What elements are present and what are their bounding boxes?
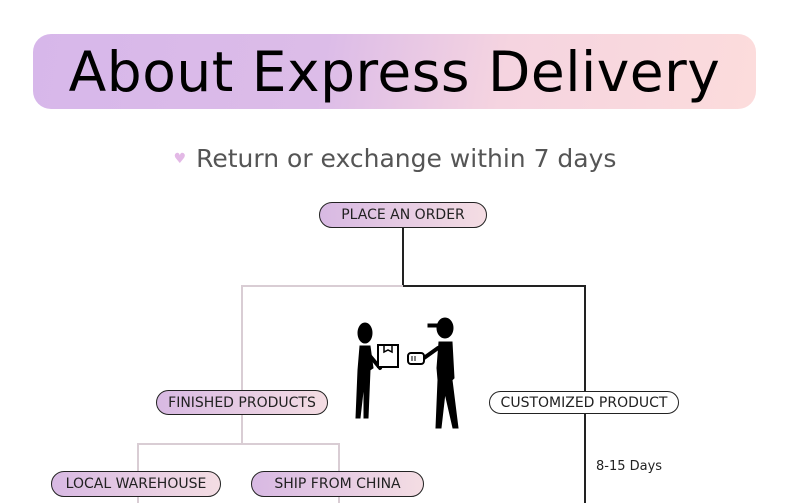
connector-line bbox=[338, 443, 340, 471]
connector-line bbox=[338, 496, 340, 503]
connector-line bbox=[241, 414, 243, 443]
connector-line bbox=[402, 228, 404, 285]
heart-icon: ♥ bbox=[173, 151, 187, 167]
page-title: About Express Delivery bbox=[68, 39, 721, 104]
title-banner: About Express Delivery bbox=[33, 34, 756, 109]
customized-delivery-time: 8-15 Days bbox=[596, 459, 663, 474]
connector-line bbox=[137, 443, 139, 471]
connector-line bbox=[584, 285, 586, 391]
node-place-order: PLACE AN ORDER bbox=[319, 202, 487, 228]
connector-line bbox=[241, 285, 243, 390]
node-customized-product: CUSTOMIZED PRODUCT bbox=[489, 391, 679, 414]
node-ship-from-china: SHIP FROM CHINA bbox=[251, 471, 424, 497]
connector-line bbox=[137, 496, 139, 503]
connector-line bbox=[403, 285, 585, 287]
connector-line bbox=[137, 443, 339, 445]
connector-line bbox=[242, 285, 403, 287]
node-local-warehouse: LOCAL WAREHOUSE bbox=[51, 471, 221, 497]
connector-line bbox=[584, 414, 586, 503]
subtitle: ♥ Return or exchange within 7 days bbox=[0, 144, 790, 173]
subtitle-text: Return or exchange within 7 days bbox=[196, 144, 617, 173]
delivery-handover-icon bbox=[355, 317, 459, 429]
node-finished-products: FINISHED PRODUCTS bbox=[156, 390, 328, 415]
